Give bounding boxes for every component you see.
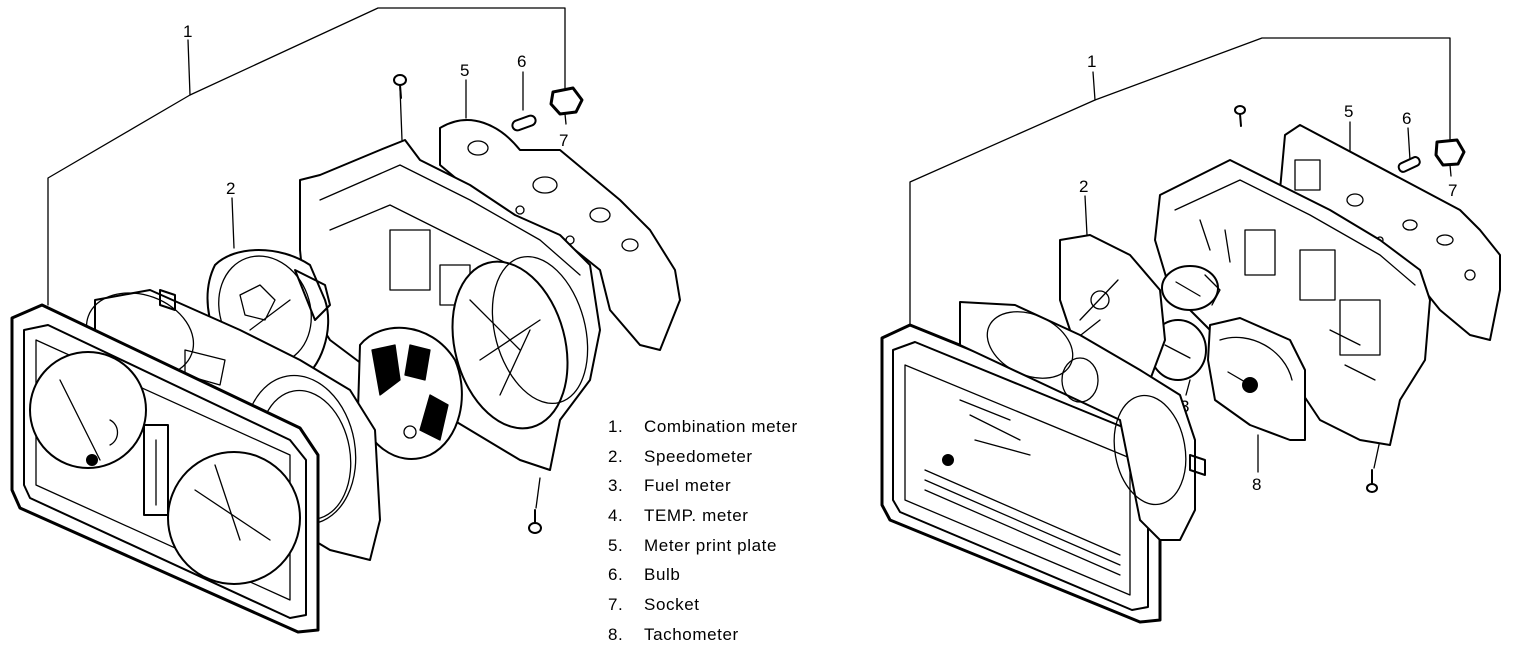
legend-num: 2. — [608, 446, 624, 466]
right-screw-top — [1234, 105, 1246, 127]
legend-num: 3. — [608, 476, 624, 496]
legend-label: Speedometer — [644, 446, 753, 466]
left-callout-5: 5 — [460, 61, 469, 80]
legend-label: Tachometer — [644, 624, 739, 644]
legend-label: Combination meter — [644, 417, 798, 436]
right-callout-1-bracket — [909, 37, 1451, 336]
legend-item-temp-meter: 4. TEMP. meter — [608, 501, 798, 531]
parts-legend: 1. Combination meter 2. Speedometer 3. Fuel… — [608, 412, 798, 650]
legend-num: 4. — [608, 506, 624, 526]
left-screw-bottom — [528, 477, 542, 534]
legend-label: Fuel meter — [644, 476, 732, 496]
legend-num: 1. — [608, 417, 624, 436]
right-screw-bottom — [1366, 439, 1381, 493]
legend-num: 8. — [608, 624, 624, 644]
left-callout-1: 1 — [183, 22, 192, 41]
legend-item-meter-print-plate: 5. Meter print plate — [608, 531, 798, 561]
right-socket — [1434, 138, 1466, 177]
legend-item-combination-meter: 1. Combination meter — [608, 412, 798, 442]
left-callout-2: 2 — [226, 179, 235, 198]
legend-item-speedometer: 2. Speedometer — [608, 442, 798, 472]
right-callout-8: 8 — [1252, 475, 1261, 494]
legend-num: 6. — [608, 565, 624, 585]
right-meter-bezel-inner — [892, 341, 1149, 611]
right-callout-7: 7 — [1448, 181, 1457, 200]
right-callout-6: 6 — [1402, 109, 1411, 128]
left-callout-6: 6 — [517, 52, 526, 71]
right-callout-1: 1 — [1087, 52, 1096, 71]
left-dial-tach-face — [167, 451, 301, 585]
legend-num: 5. — [608, 535, 624, 555]
legend-label: Socket — [644, 595, 700, 615]
left-screw-top — [393, 74, 407, 99]
left-bulb — [511, 114, 537, 132]
right-exploded-view: 1 2 3 4 5 6 7 8 — [880, 37, 1501, 624]
left-exploded-view: 1 2 3 4 5 6 7 — [10, 7, 681, 634]
legend-item-socket: 7. Socket — [608, 590, 798, 620]
legend-item-bulb: 6. Bulb — [608, 560, 798, 590]
right-callout-5: 5 — [1344, 102, 1353, 121]
legend-label: Bulb — [644, 565, 681, 585]
right-temp-meter — [1161, 265, 1219, 311]
legend-label: Meter print plate — [644, 535, 778, 555]
right-bulb — [1397, 156, 1421, 173]
legend-item-fuel-meter: 3. Fuel meter — [608, 471, 798, 501]
left-socket — [549, 86, 584, 125]
legend-num: 7. — [608, 595, 624, 615]
right-callout-2: 2 — [1079, 177, 1088, 196]
left-callout-7: 7 — [559, 131, 568, 150]
left-dial-speed-face — [29, 351, 147, 469]
legend-item-tachometer: 8. Tachometer — [608, 620, 798, 650]
right-tachometer — [1207, 317, 1306, 441]
legend-label: TEMP. meter — [644, 506, 749, 526]
right-front-lens — [959, 301, 1196, 541]
left-callout-1-bracket — [47, 7, 566, 306]
